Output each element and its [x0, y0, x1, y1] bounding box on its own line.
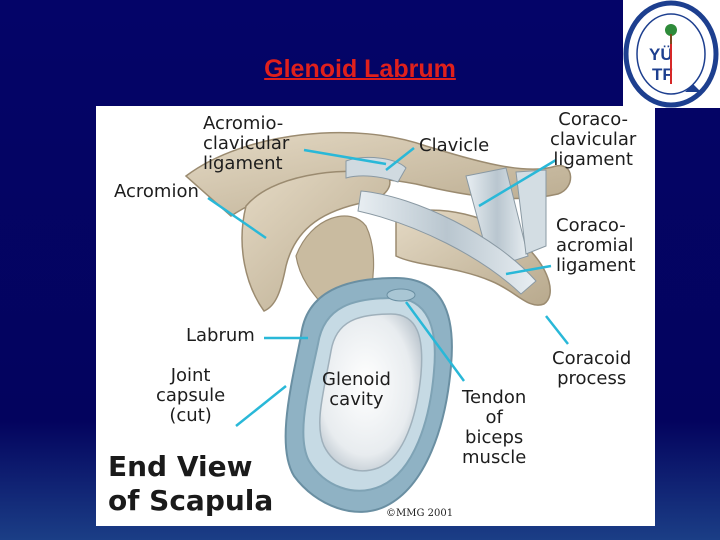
label-tendon-of-biceps: Tendon of biceps muscle — [462, 387, 527, 468]
university-logo: YÜ TF — [623, 0, 720, 108]
tree-icon — [665, 24, 677, 36]
scapula-diagram: Acromio- clavicular ligament Acromion Cl… — [96, 106, 655, 526]
university-seal-icon: YÜ TF — [623, 0, 719, 108]
label-coracoacromial-ligament: Coraco- acromial ligament — [556, 215, 636, 276]
scapula-illustration — [184, 131, 572, 513]
label-glenoid-cavity: Glenoid cavity — [322, 369, 391, 410]
label-labrum: Labrum — [186, 325, 255, 346]
label-coracoclavicular-ligament: Coraco- clavicular ligament — [550, 109, 637, 170]
label-acromioclavicular-ligament: Acromio- clavicular ligament — [203, 113, 290, 174]
logo-text-bottom: TF — [652, 65, 673, 84]
label-joint-capsule: Joint capsule (cut) — [156, 365, 226, 426]
leader-lines — [207, 147, 569, 427]
logo-text-top: YÜ — [649, 45, 673, 64]
slide-title: Glenoid Labrum — [264, 55, 456, 83]
label-clavicle: Clavicle — [419, 135, 490, 156]
label-coracoid-process: Coracoid process — [552, 348, 632, 389]
diagram-caption: End View of Scapula — [108, 450, 274, 517]
copyright-notice: ©MMG 2001 — [386, 508, 454, 519]
label-acromion: Acromion — [114, 181, 199, 202]
